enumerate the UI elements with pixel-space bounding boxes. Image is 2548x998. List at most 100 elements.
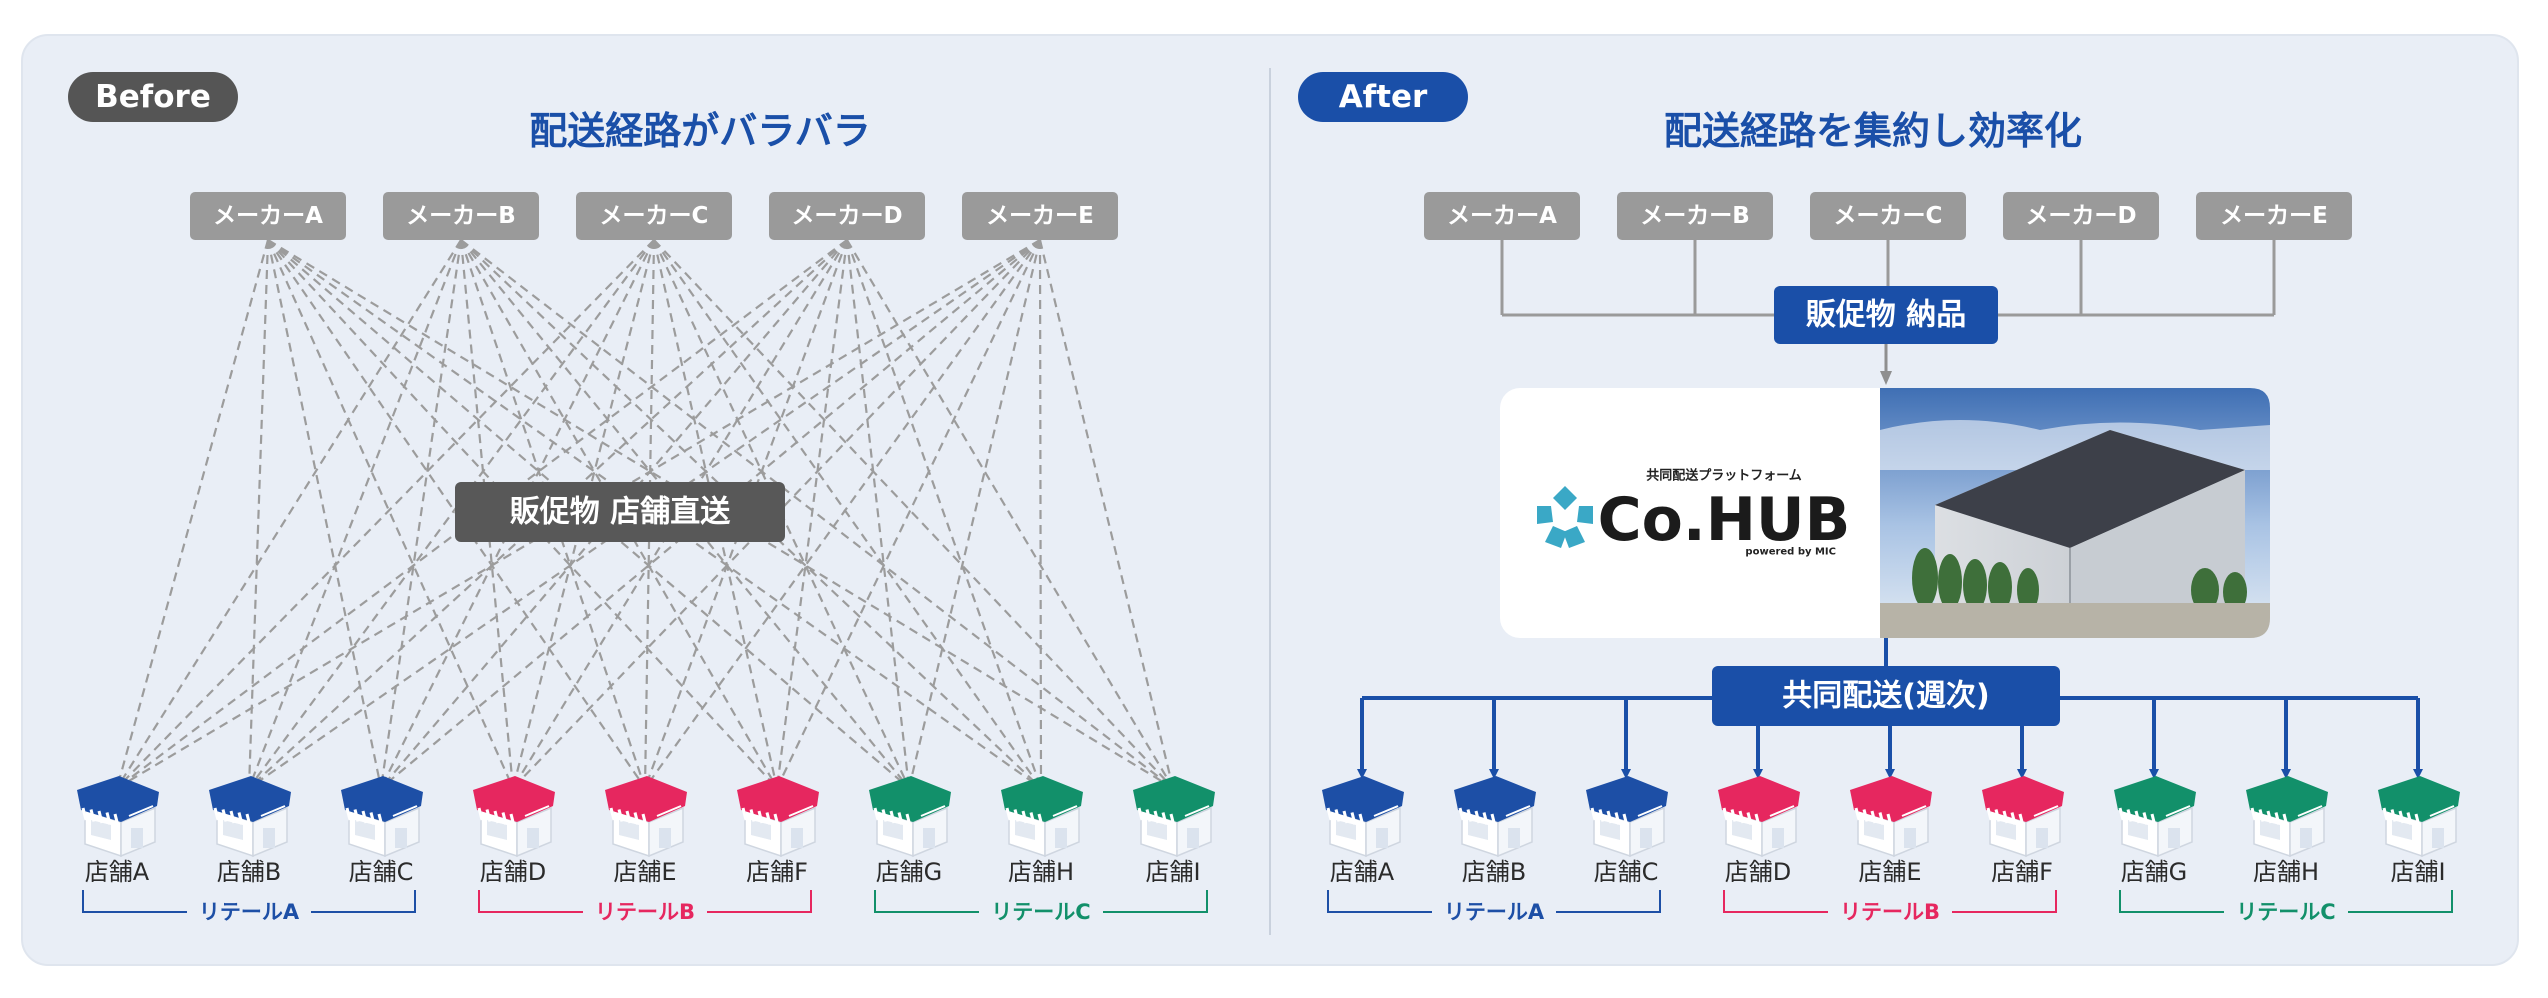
dashed-route bbox=[1038, 239, 1043, 789]
after-maker-label: メーカーA bbox=[1447, 203, 1557, 229]
dashed-route bbox=[653, 239, 1042, 789]
dashed-route bbox=[247, 239, 463, 789]
before-center-label-text: 販促物 店舗直送 bbox=[510, 495, 730, 530]
before-store-label: 店舗A bbox=[85, 858, 150, 886]
dashed-route bbox=[845, 239, 1043, 789]
before-store-label: 店舗B bbox=[217, 858, 281, 886]
store-icon bbox=[2246, 776, 2328, 858]
dashed-route bbox=[115, 239, 270, 789]
before-store-8: 店舗I bbox=[1133, 776, 1215, 886]
after-store-6: 店舗G bbox=[2114, 776, 2196, 886]
store-icon bbox=[2378, 776, 2460, 858]
before-retail-group-label: リテールC bbox=[991, 900, 1090, 924]
before-center-label: 販促物 店舗直送 bbox=[455, 482, 785, 542]
after-maker-0: メーカーA bbox=[1424, 192, 1580, 240]
store-icon bbox=[1322, 776, 1404, 858]
after-hub-label: 販促物 納品 bbox=[1774, 286, 1998, 344]
before-maker-label: メーカーB bbox=[406, 203, 516, 229]
store-icon bbox=[1001, 776, 1083, 858]
dashed-route bbox=[116, 239, 462, 789]
after-store-label: 店舗G bbox=[2121, 858, 2188, 886]
after-store-label: 店舗A bbox=[1330, 858, 1395, 886]
before-store-label: 店舗E bbox=[613, 858, 676, 886]
before-maker-3: メーカーD bbox=[769, 192, 925, 240]
after-store-0: 店舗A bbox=[1322, 776, 1404, 886]
before-maker-1: メーカーB bbox=[383, 192, 539, 240]
after-store-label: 店舗D bbox=[1725, 858, 1791, 886]
after-hub-label-text: 販促物 納品 bbox=[1806, 298, 1966, 333]
after-store-4: 店舗E bbox=[1850, 776, 1932, 886]
after-retail-group-label: リテールA bbox=[1444, 900, 1545, 924]
store-icon bbox=[473, 776, 555, 858]
before-retail-groups: リテールA リテールB リテールC bbox=[82, 890, 1208, 924]
store-icon bbox=[2114, 776, 2196, 858]
dashed-route bbox=[653, 239, 1174, 789]
before-maker-0: メーカーA bbox=[190, 192, 346, 240]
before-store-7: 店舗H bbox=[1001, 776, 1083, 886]
after-maker-3: メーカーD bbox=[2003, 192, 2159, 240]
store-icon bbox=[1718, 776, 1800, 858]
dashed-route bbox=[116, 239, 655, 789]
dashed-route bbox=[247, 239, 270, 789]
dashed-route bbox=[511, 239, 656, 789]
dashed-route bbox=[266, 239, 515, 789]
before-stores: 店舗A 店舗B 店舗C 店舗D 店舗E 店舗F 店舗G 店舗H 店舗I bbox=[77, 776, 1215, 886]
before-badge-label: Before bbox=[95, 79, 211, 115]
store-icon bbox=[341, 776, 423, 858]
before-store-4: 店舗E bbox=[605, 776, 687, 886]
before-store-label: 店舗I bbox=[1145, 858, 1200, 886]
before-store-label: 店舗D bbox=[480, 858, 546, 886]
dashed-route bbox=[652, 239, 779, 789]
dashed-route bbox=[776, 239, 1041, 789]
before-store-label: 店舗F bbox=[746, 858, 808, 886]
before-maker-label: メーカーD bbox=[791, 203, 902, 229]
after-store-label: 店舗F bbox=[1991, 858, 2053, 886]
store-icon bbox=[605, 776, 687, 858]
store-icon bbox=[737, 776, 819, 858]
after-maker-label: メーカーB bbox=[1640, 203, 1750, 229]
dashed-route bbox=[1038, 239, 1175, 789]
store-icon bbox=[1133, 776, 1215, 858]
after-store-1: 店舗B bbox=[1454, 776, 1536, 886]
dashed-route bbox=[266, 239, 383, 789]
dashed-route bbox=[248, 239, 655, 789]
platform-card: 共同配送プラットフォーム Co.HUB powered by MIC bbox=[1500, 388, 2270, 638]
after-title: 配送経路を集約し効率化 bbox=[1664, 109, 2082, 153]
before-maker-label: メーカーA bbox=[213, 203, 323, 229]
after-store-8: 店舗I bbox=[2378, 776, 2460, 886]
before-dashed-routes bbox=[115, 239, 1175, 789]
before-retail-group-2: リテールC bbox=[874, 890, 1208, 924]
store-icon bbox=[209, 776, 291, 858]
store-icon bbox=[869, 776, 951, 858]
dashed-route bbox=[846, 239, 1174, 789]
after-retail-group-2: リテールC bbox=[2119, 890, 2453, 924]
dashed-route bbox=[845, 239, 911, 789]
after-store-2: 店舗C bbox=[1586, 776, 1668, 886]
after-retail-group-0: リテールA bbox=[1327, 890, 1661, 924]
cohub-logo-icon bbox=[1537, 486, 1593, 548]
platform-powered: powered by MIC bbox=[1745, 547, 1836, 558]
before-title: 配送経路がバラバラ bbox=[529, 109, 871, 153]
store-icon bbox=[1850, 776, 1932, 858]
before-retail-group-1: リテールB bbox=[478, 890, 812, 924]
after-store-label: 店舗C bbox=[1594, 858, 1659, 886]
after-maker-1: メーカーB bbox=[1617, 192, 1773, 240]
before-store-2: 店舗C bbox=[341, 776, 423, 886]
before-retail-group-label: リテールA bbox=[199, 900, 300, 924]
platform-caption: 共同配送プラットフォーム bbox=[1646, 468, 1802, 484]
dashed-route bbox=[775, 239, 849, 789]
after-store-7: 店舗H bbox=[2246, 776, 2328, 886]
before-store-label: 店舗C bbox=[349, 858, 414, 886]
after-store-label: 店舗I bbox=[2390, 858, 2445, 886]
after-badge: After bbox=[1298, 72, 1468, 122]
before-store-1: 店舗B bbox=[209, 776, 291, 886]
before-retail-group-label: リテールB bbox=[595, 900, 695, 924]
before-store-0: 店舗A bbox=[77, 776, 159, 886]
before-store-label: 店舗G bbox=[876, 858, 943, 886]
dashed-route bbox=[267, 239, 778, 789]
before-store-6: 店舗G bbox=[869, 776, 951, 886]
